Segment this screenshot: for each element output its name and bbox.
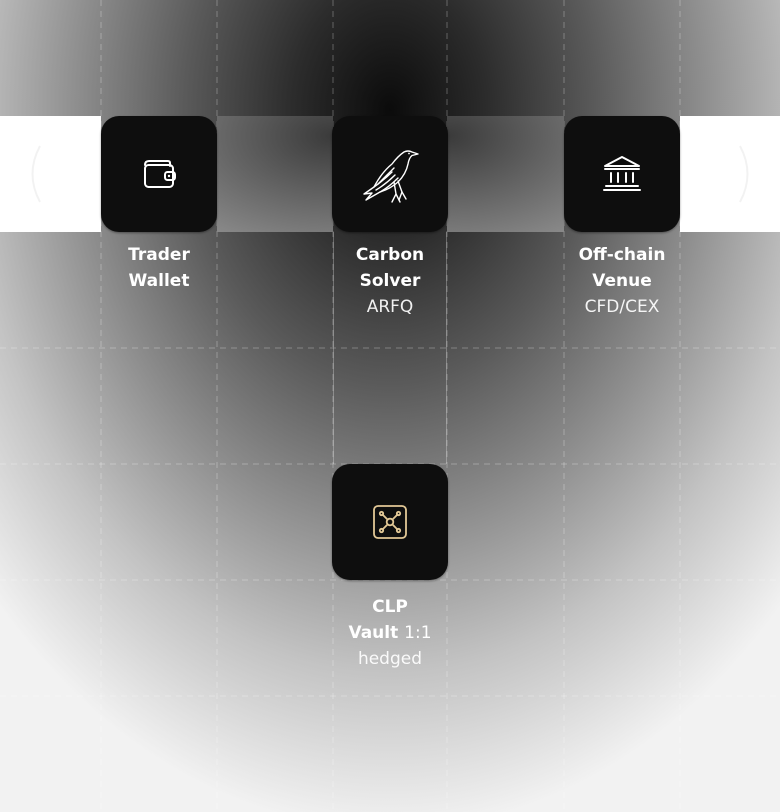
band-faint-arcs [31,145,749,203]
wallet-icon [139,154,179,194]
clp-vault-subtitle: hedged [357,649,423,669]
trader-wallet-title-line2: Wallet [128,271,190,291]
bank-icon [601,153,643,195]
offchain-venue-title-line2: Venue [592,271,652,291]
clp-vault-title-line2: Vault 1:1 [320,620,460,646]
band-connector-left [217,116,333,232]
clp-vault-node[interactable] [332,464,448,580]
trader-wallet-node[interactable] [101,116,217,232]
carbon-solver-title-line1: Carbon [355,245,425,265]
carbon-solver-subtitle: ARFQ [366,297,414,317]
clp-vault-title-line1: CLP [372,597,408,617]
vault-icon [371,503,409,541]
band-connector-right [447,116,564,232]
carbon-solver-label: Carbon Solver ARFQ [320,242,460,320]
trader-wallet-label: Trader Wallet [89,242,229,294]
carbon-solver-title-line2: Solver [359,271,421,291]
top-row-band [0,116,780,232]
offchain-venue-label: Off-chain Venue CFD/CEX [552,242,692,320]
trader-wallet-title-line1: Trader [128,245,190,265]
offchain-venue-subtitle: CFD/CEX [584,297,660,317]
clp-vault-ratio: 1:1 [404,623,432,643]
offchain-venue-node[interactable] [564,116,680,232]
clp-vault-title-word: Vault [348,623,399,643]
carbon-solver-node[interactable] [332,116,448,232]
solver-to-vault-connector [333,232,447,464]
offchain-venue-title-line1: Off-chain [578,245,666,265]
clp-vault-label: CLP Vault 1:1 hedged [320,594,460,672]
raven-icon [358,142,422,206]
